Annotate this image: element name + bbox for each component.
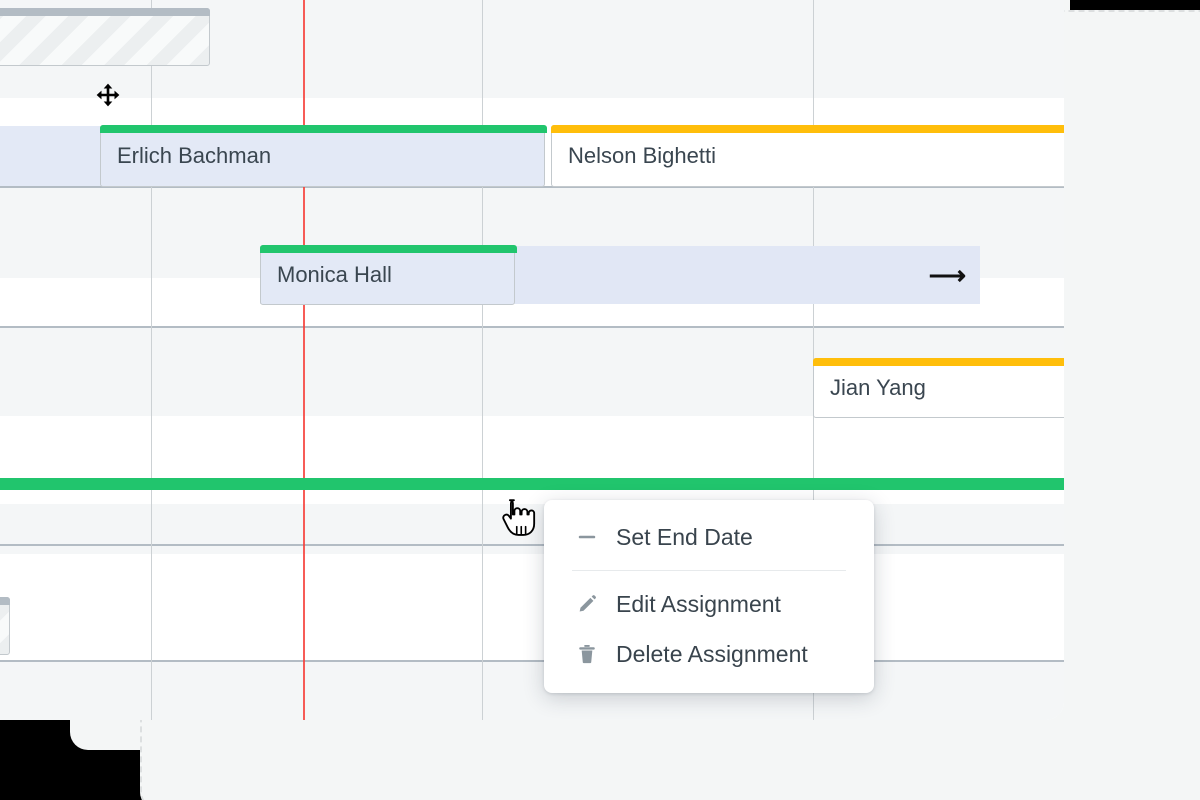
menu-item-label: Edit Assignment <box>616 590 781 617</box>
assignment-context-menu[interactable]: Set End Date Edit Assignment Delete Assi… <box>544 500 874 693</box>
resize-arrow-icon: ⟶ <box>928 260 966 290</box>
task-bar-cap <box>813 358 1064 366</box>
minus-icon <box>572 526 602 548</box>
row-separator <box>0 544 1064 546</box>
row-separator <box>0 186 1064 188</box>
grid-line <box>482 0 483 720</box>
menu-item-set-end-date[interactable]: Set End Date <box>544 512 874 562</box>
task-bar-erlich-bachman[interactable]: Erlich Bachman <box>100 125 547 187</box>
task-bar-hatched-top[interactable]: ks <box>0 8 210 66</box>
task-bar-hatched-bottom[interactable] <box>0 597 10 655</box>
task-bar-cap <box>100 125 547 133</box>
task-bar-label: Nelson Bighetti <box>568 143 716 168</box>
gantt-row <box>0 554 1064 662</box>
menu-item-delete-assignment[interactable]: Delete Assignment <box>544 629 874 679</box>
gantt-chart-panel: ks Erlich Bachman Nelson Bighetti ⟶ Moni… <box>0 0 1064 720</box>
gantt-row <box>0 662 1064 720</box>
task-bar-monica-hall[interactable]: Monica Hall <box>260 245 517 305</box>
task-bar-cap <box>260 245 517 253</box>
task-bar-label: Erlich Bachman <box>117 143 272 168</box>
grid-line <box>151 0 152 720</box>
task-bar-cap <box>0 597 10 605</box>
trash-icon <box>572 643 602 665</box>
menu-item-label: Set End Date <box>616 523 753 550</box>
task-bar-nelson-bighetti[interactable]: Nelson Bighetti <box>551 125 1064 187</box>
row-separator <box>0 326 1064 328</box>
task-bar-cap <box>0 8 210 16</box>
pencil-icon <box>572 593 602 615</box>
menu-item-edit-assignment[interactable]: Edit Assignment <box>544 579 874 629</box>
menu-separator <box>572 570 846 571</box>
pointing-hand-cursor <box>499 497 539 545</box>
row-separator <box>0 660 1064 662</box>
today-marker-line[interactable] <box>303 0 305 720</box>
gantt-row <box>0 416 1064 504</box>
task-bar-label: Jian Yang <box>830 375 926 400</box>
menu-item-label: Delete Assignment <box>616 640 808 667</box>
task-bar-label: Monica Hall <box>277 262 392 287</box>
move-handle-icon[interactable] <box>95 82 121 108</box>
task-bar-cap <box>551 125 1064 133</box>
task-bar-full-span[interactable] <box>0 478 1064 490</box>
task-bar-jian-yang[interactable]: Jian Yang <box>813 358 1064 418</box>
